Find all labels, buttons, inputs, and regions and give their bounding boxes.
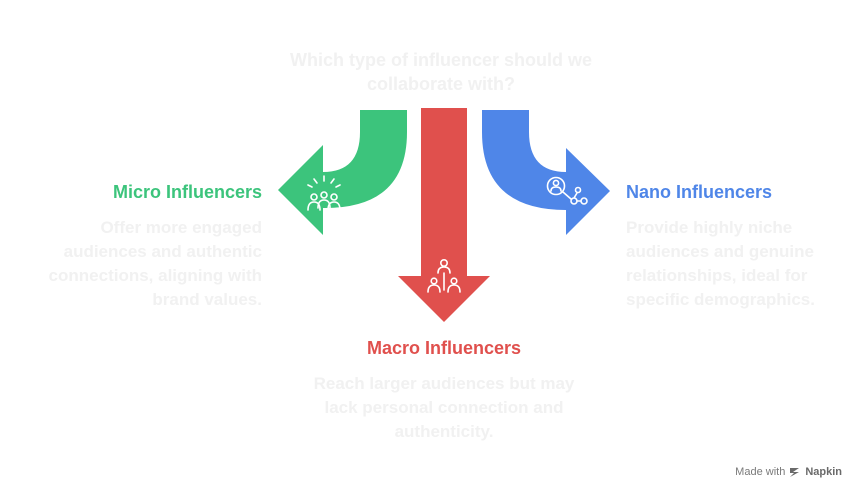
group-leader-icon <box>427 258 461 293</box>
nano-description: Provide highly niche audiences and genui… <box>626 218 815 309</box>
napkin-brand: Napkin <box>805 466 842 478</box>
made-with-footer[interactable]: Made with Napkin <box>735 466 842 478</box>
micro-arrow <box>278 110 407 235</box>
micro-title: Micro Influencers <box>112 182 262 202</box>
micro-description: Offer more engaged audiences and authent… <box>48 218 262 309</box>
nano-title: Nano Influencers <box>626 182 773 202</box>
question-title: Which type of influencer should we colla… <box>289 50 593 94</box>
macro-title: Macro Influencers <box>366 338 522 358</box>
macro-arrow <box>398 108 490 322</box>
napkin-logo-icon <box>790 468 800 477</box>
macro-description: Reach larger audiences but may lack pers… <box>313 374 575 441</box>
user-network-icon <box>546 176 588 205</box>
nano-arrow <box>482 110 610 235</box>
made-with-label: Made with <box>735 466 786 478</box>
crowd-celebration-icon <box>307 175 341 211</box>
